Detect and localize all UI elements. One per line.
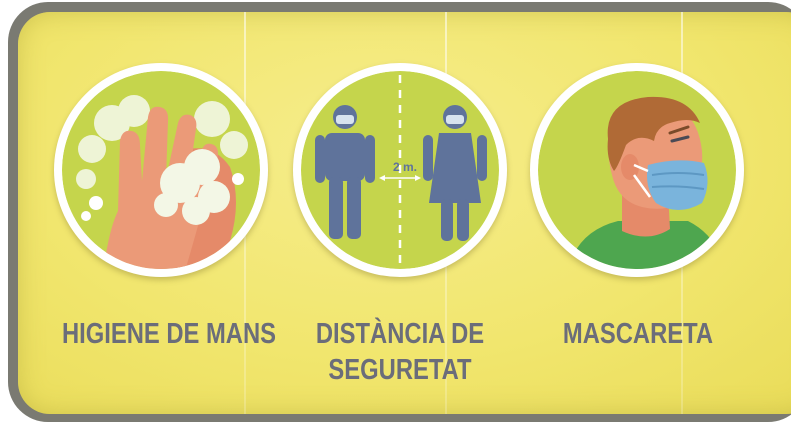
hand-hygiene-label: HIGIENE DE MANS <box>61 318 277 350</box>
social-distance-icon: 2 m. <box>301 71 499 269</box>
hand-washing-icon <box>62 71 260 269</box>
distance-label: 2 m. <box>393 160 417 174</box>
safety-distance-label-line1: DISTÀNCIA DE <box>315 318 485 350</box>
hand-washing-circle <box>54 63 268 277</box>
social-distance-circle: 2 m. <box>293 63 507 277</box>
face-mask-label: MASCARETA <box>562 318 714 350</box>
safety-distance-label: DISTÀNCIA DE SEGURETAT <box>302 316 499 388</box>
safety-distance-label-line2: SEGURETAT <box>328 354 472 386</box>
face-mask-circle <box>530 63 744 277</box>
face-mask-icon <box>538 71 736 269</box>
